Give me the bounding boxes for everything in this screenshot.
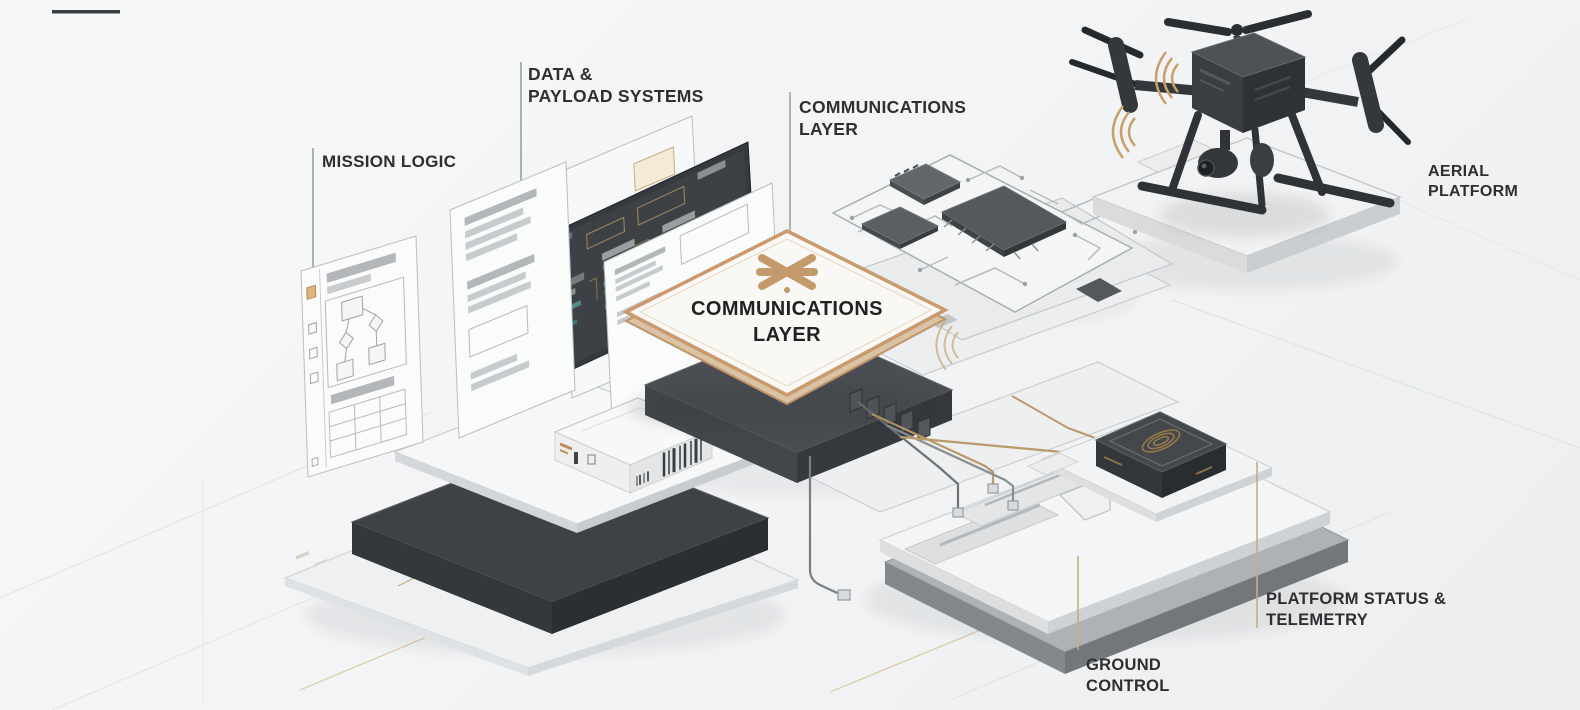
device-body [1094, 411, 1228, 498]
propeller [1164, 10, 1312, 36]
signal-arcs-mid [935, 319, 959, 371]
leader-lines-bottom [1077, 462, 1258, 650]
rotor-pod-left [1069, 26, 1144, 113]
asterisk-icon [756, 254, 818, 293]
label-platform-status: PLATFORM STATUS & TELEMETRY [1266, 590, 1447, 630]
component-small [1076, 278, 1122, 302]
label-communications: COMMUNICATIONS LAYER [799, 97, 967, 140]
corridor-strip-lower [798, 361, 1180, 513]
chip-top [888, 163, 962, 205]
telemetry-emblem-icon [1141, 429, 1181, 453]
data-doc-panel [450, 162, 575, 438]
wire-harness [808, 395, 1107, 601]
label-aerial-platform: AERIAL PLATFORM [1428, 163, 1519, 201]
label-data-payload: DATA & PAYLOAD SYSTEMS [528, 64, 704, 107]
barcode [662, 436, 702, 477]
diamond-plate-title: COMMUNICATIONS LAYER [691, 298, 883, 346]
drone-platform [1091, 137, 1402, 273]
box-labels [559, 442, 596, 465]
chip-large [940, 185, 1068, 260]
label-ground-control: GROUND CONTROL [1086, 656, 1170, 696]
barcode-small [636, 471, 649, 486]
wire-pads [837, 483, 1019, 601]
label-mission-logic: MISSION LOGIC [322, 152, 457, 171]
flowchart [335, 290, 386, 381]
rotor-pod-right [1352, 36, 1411, 145]
aerial-platform-group [1069, 10, 1411, 273]
chip-small [860, 206, 940, 249]
drone [1069, 10, 1411, 215]
circuit-board [831, 154, 1138, 313]
corner-dash [52, 10, 120, 14]
table-sketch [329, 389, 406, 457]
telemetry-device [1026, 411, 1274, 522]
signal-waves-icon [1111, 51, 1179, 159]
drone-body [1190, 32, 1307, 133]
camera-gimbal [1197, 130, 1274, 178]
mission-logic-panel [301, 236, 423, 477]
drone-legs [1137, 101, 1395, 215]
communications-diamond [622, 229, 949, 434]
